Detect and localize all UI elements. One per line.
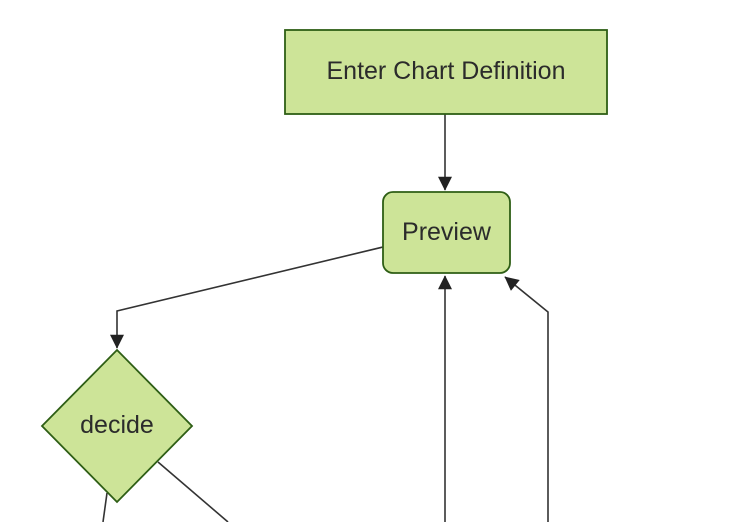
node-decide-shape: [40, 348, 194, 504]
edge-preview-to-decide: [110, 246, 384, 349]
node-enter-chart-definition-shape: [284, 29, 608, 115]
edge-decide-to-bottom-left: [102, 492, 108, 522]
node-preview-shape: [382, 191, 511, 274]
edge-bottom-right-to-preview: [504, 276, 549, 522]
edge-decide-to-bottom-right: [157, 461, 229, 522]
